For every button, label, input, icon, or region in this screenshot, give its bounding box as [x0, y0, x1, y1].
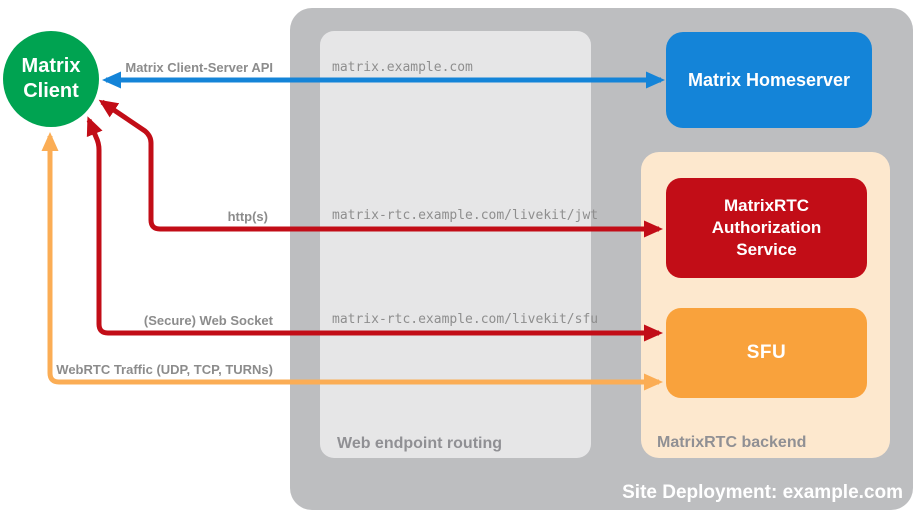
matrix-homeserver-node: Matrix Homeserver	[666, 32, 872, 128]
label-web-socket: (Secure) Web Socket	[143, 313, 273, 328]
label-webrtc-traffic: WebRTC Traffic (UDP, TCP, TURNs)	[56, 362, 273, 377]
label-client-server-api: Matrix Client-Server API	[125, 60, 273, 75]
endpoint-matrix-example-com: matrix.example.com	[332, 60, 473, 75]
matrix-client-node: Matrix Client	[3, 31, 99, 127]
endpoint-livekit-sfu: matrix-rtc.example.com/livekit/sfu	[332, 312, 599, 327]
web-endpoint-routing-container	[320, 31, 591, 458]
matrixrtc-authorization-service-label: MatrixRTC Authorization Service	[711, 196, 822, 259]
matrixrtc-backend-caption: MatrixRTC backend	[657, 434, 807, 451]
matrixrtc-authorization-service-node: MatrixRTC Authorization Service	[666, 178, 867, 278]
web-endpoint-routing-caption: Web endpoint routing	[337, 435, 503, 452]
endpoint-livekit-jwt: matrix-rtc.example.com/livekit/jwt	[332, 208, 599, 223]
sfu-label: SFU	[746, 342, 787, 363]
matrix-homeserver-label: Matrix Homeserver	[687, 69, 851, 90]
site-deployment-caption: Site Deployment: example.com	[622, 482, 903, 503]
sfu-node: SFU	[666, 308, 867, 398]
matrix-client-label-line2: Client	[23, 80, 79, 102]
label-https: http(s)	[227, 209, 268, 224]
matrix-client-label-line1: Matrix	[21, 55, 81, 77]
